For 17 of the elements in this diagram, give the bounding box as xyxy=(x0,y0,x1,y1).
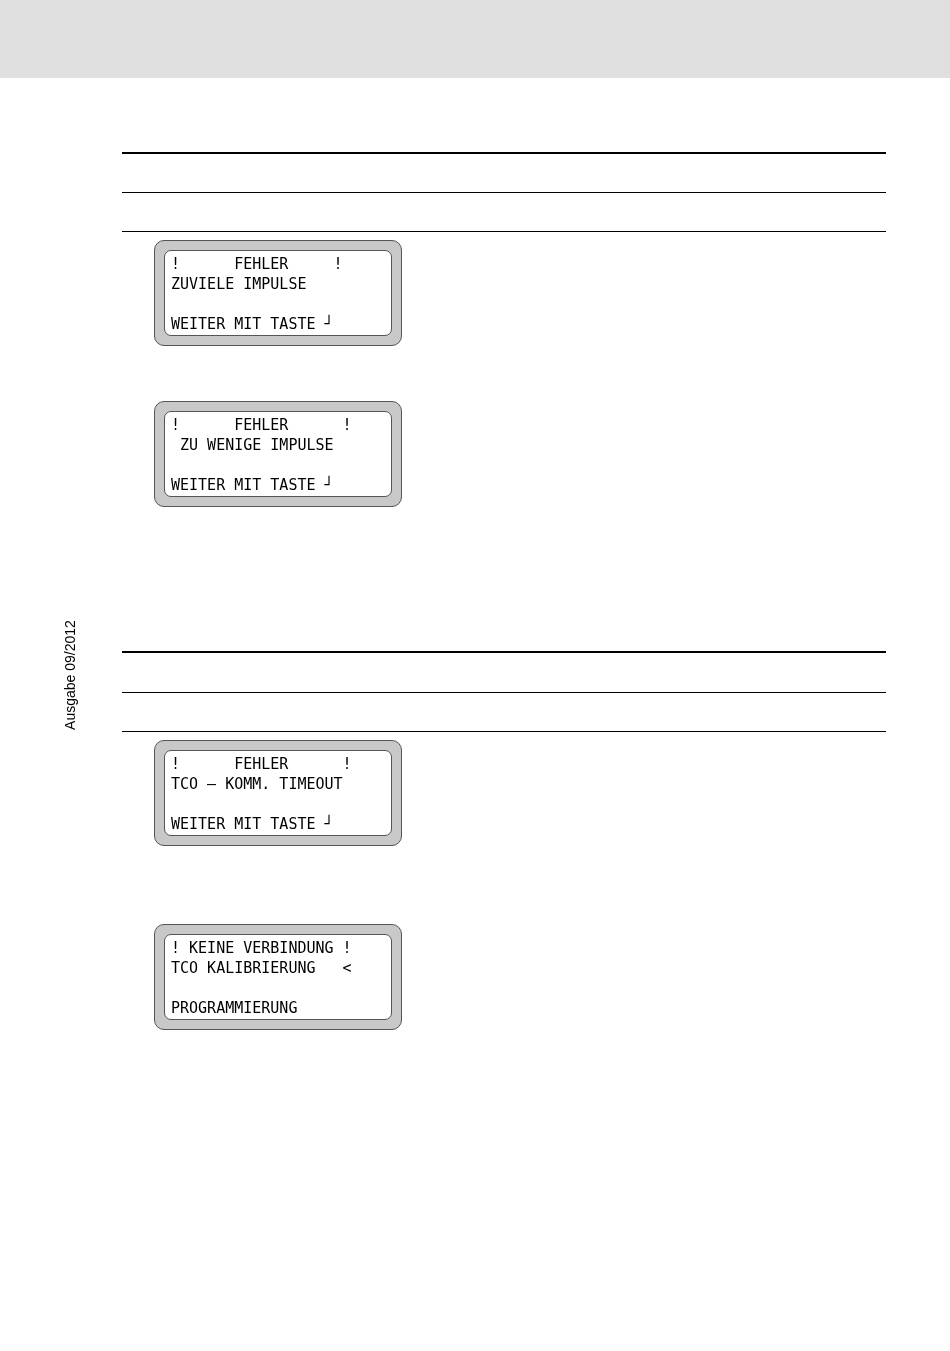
display-text: ! FEHLER ! xyxy=(171,254,343,274)
display-text: WEITER MIT TASTE ┘ xyxy=(171,475,334,495)
lcd-display xyxy=(154,240,402,346)
display-text: WEITER MIT TASTE ┘ xyxy=(171,814,334,834)
display-text: ZU WENIGE IMPULSE xyxy=(179,435,334,455)
display-text: ! KEINE VERBINDUNG ! xyxy=(171,938,352,958)
lcd-display xyxy=(154,924,402,1030)
lcd-display xyxy=(154,401,402,507)
display-text: PROGRAMMIERUNG xyxy=(171,998,298,1018)
display-text: ! FEHLER ! xyxy=(171,415,352,435)
lcd-display xyxy=(154,740,402,846)
display-text: TCO KALIBRIERUNG < xyxy=(171,958,352,978)
display-text: WEITER MIT TASTE ┘ xyxy=(171,314,334,334)
edition-note: Ausgabe 09/2012 xyxy=(60,620,79,730)
display-text: ZUVIELE IMPULSE xyxy=(171,274,307,294)
display-text: TCO – KOMM. TIMEOUT xyxy=(171,774,343,794)
display-text: ! FEHLER ! xyxy=(171,754,352,774)
